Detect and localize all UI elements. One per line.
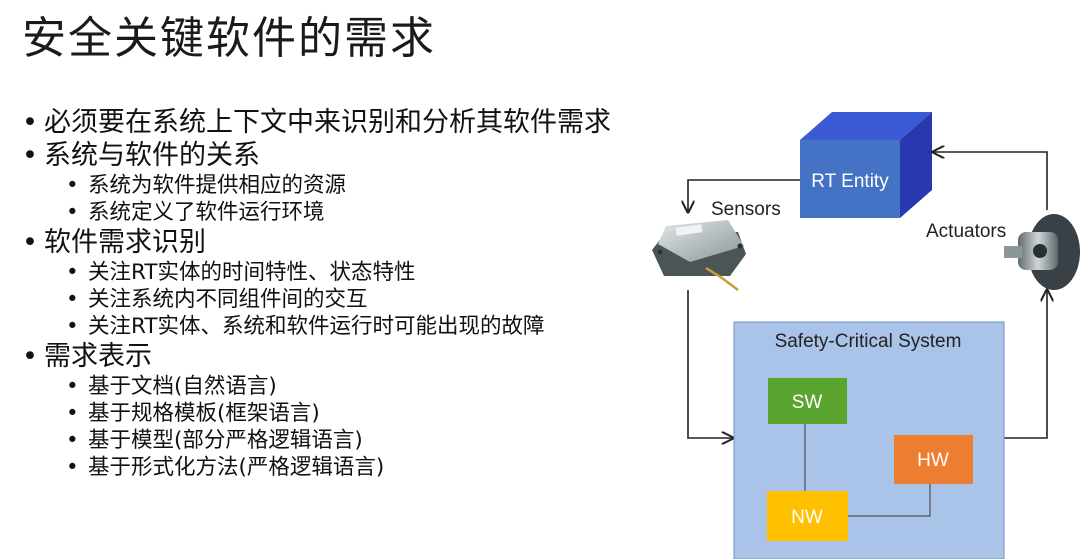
sub-bullet-item: 基于模型(部分严格逻辑语言)	[22, 427, 722, 454]
safety-critical-system: Safety-Critical System SW HW NW	[733, 321, 1005, 559]
bullet-list: 必须要在系统上下文中来识别和分析其软件需求 系统与软件的关系 系统为软件提供相应…	[22, 106, 722, 481]
sensors-label: Sensors	[711, 199, 781, 220]
bullet-item: 软件需求识别	[22, 226, 722, 259]
rt-entity-cube: RT Entity	[800, 112, 932, 218]
actuator-device-image	[1004, 214, 1080, 290]
hw-box	[894, 435, 973, 484]
sw-label: SW	[792, 392, 823, 413]
slide-title: 安全关键软件的需求	[22, 13, 436, 64]
bullet-item: 需求表示	[22, 340, 722, 373]
nw-label: NW	[791, 507, 823, 528]
sub-bullet-item: 基于文档(自然语言)	[22, 373, 722, 400]
sw-box	[768, 378, 847, 424]
rt-entity-front-face	[800, 140, 900, 218]
sensor-device-image	[652, 220, 746, 291]
sub-bullet-item: 关注RT实体的时间特性、状态特性	[22, 259, 722, 286]
arrow-entity-to-sensors	[688, 179, 800, 212]
line-system-to-actuators	[1004, 290, 1047, 439]
sub-bullet-item: 关注系统内不同组件间的交互	[22, 286, 722, 313]
bullet-item: 系统与软件的关系	[22, 139, 722, 172]
sub-bullet-item: 基于规格模板(框架语言)	[22, 400, 722, 427]
sub-bullet-item: 系统定义了软件运行环境	[22, 199, 722, 226]
rt-entity-label: RT Entity	[811, 171, 889, 192]
sub-bullet-item: 关注RT实体、系统和软件运行时可能出现的故障	[22, 313, 722, 340]
link-nw-hw	[848, 484, 931, 517]
system-label: Safety-Critical System	[775, 331, 962, 352]
sub-bullet-item: 系统为软件提供相应的资源	[22, 172, 722, 199]
sub-bullet-item: 基于形式化方法(严格逻辑语言)	[22, 454, 722, 481]
actuators-label: Actuators	[926, 221, 1006, 242]
bullet-item: 必须要在系统上下文中来识别和分析其软件需求	[22, 106, 722, 139]
connection-lines	[688, 152, 1047, 438]
line-sensors-to-system	[687, 290, 733, 438]
arrow-actuators-to-entity	[933, 152, 1048, 210]
rt-entity-side-face	[900, 112, 932, 218]
nw-box	[767, 491, 848, 541]
hw-label: HW	[917, 450, 949, 471]
rt-entity-top-face	[800, 112, 932, 140]
